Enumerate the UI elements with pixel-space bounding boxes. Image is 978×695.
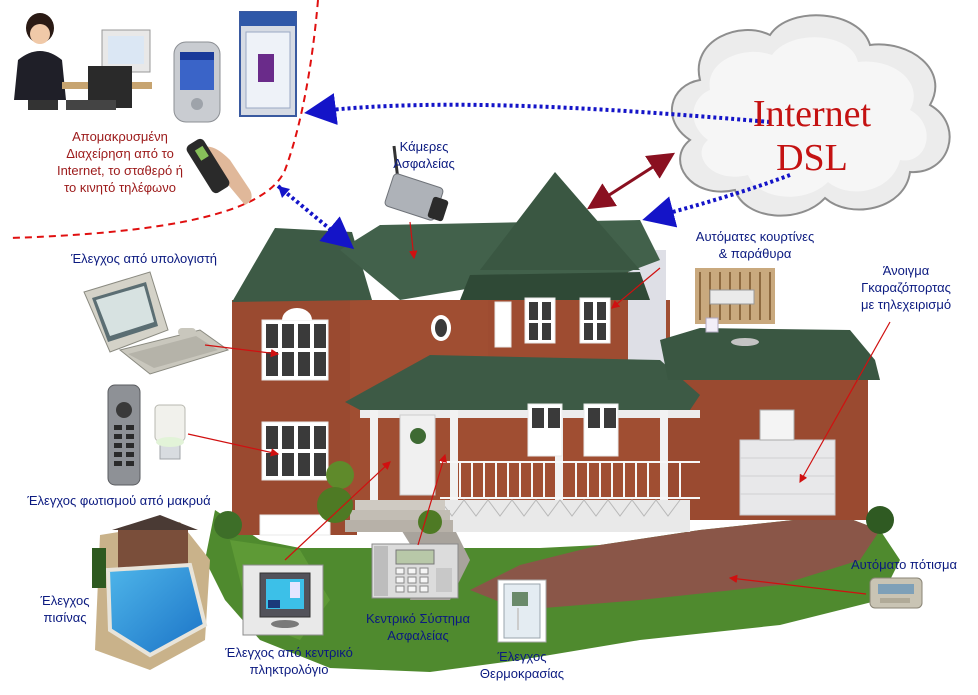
keypad-icon bbox=[242, 564, 324, 636]
computer-control-label: Έλεγχος από υπολογιστή bbox=[70, 251, 218, 266]
central-security-label: Κεντρικό Σύστημα Ασφαλείας bbox=[365, 611, 471, 643]
keypad-control-label: Έλεγχος από κεντρικό πληκτρολόγιο bbox=[225, 645, 353, 677]
automatic-curtains-label: Αυτόματες κουρτίνες & παράθυρα bbox=[695, 229, 815, 261]
security-panel-icon bbox=[371, 543, 459, 599]
cloud-house-link bbox=[586, 152, 676, 210]
light-bulb-icon bbox=[154, 404, 186, 460]
temperature-control-label: Έλεγχος Θερμοκρασίας bbox=[479, 649, 565, 681]
auto-irrigation-label: Αυτόματο πότισμα bbox=[850, 557, 957, 572]
pda-icon bbox=[173, 41, 221, 123]
irrigation-controller-icon bbox=[869, 577, 923, 609]
pool-control-label: Έλεγχος πισίνας bbox=[40, 593, 90, 625]
house-icon bbox=[214, 172, 894, 539]
phone-booth-icon bbox=[239, 11, 297, 117]
pool-photo-icon bbox=[92, 515, 210, 670]
cloud-to-remote-arrow bbox=[304, 93, 771, 125]
cloud-icon bbox=[671, 14, 951, 217]
office-worker-icon bbox=[14, 13, 152, 110]
security-cameras-label: Κάμερες Ασφαλείας bbox=[393, 139, 455, 171]
thermostat-icon bbox=[497, 579, 547, 643]
remote-management-label: Απομακρυσμένη Διαχείρηση από το Internet… bbox=[56, 129, 184, 195]
curtain-motor-icon bbox=[695, 268, 775, 346]
remote-control-icon bbox=[107, 384, 141, 486]
cloud-to-house-arrow bbox=[642, 173, 791, 228]
internet-dsl-label: Internet DSL bbox=[752, 93, 872, 179]
garage-door-label: Άνοιγμα Γκαραζόπορτας με τηλεχειρισμό bbox=[860, 263, 952, 312]
computer-icon bbox=[83, 271, 230, 375]
lighting-control-label: Έλεγχος φωτισμού από μακρυά bbox=[27, 493, 211, 508]
remote-zone-boundary bbox=[9, 0, 319, 239]
mobile-phone-icon bbox=[186, 138, 252, 205]
security-camera-icon bbox=[384, 145, 449, 222]
driveway bbox=[470, 515, 880, 610]
